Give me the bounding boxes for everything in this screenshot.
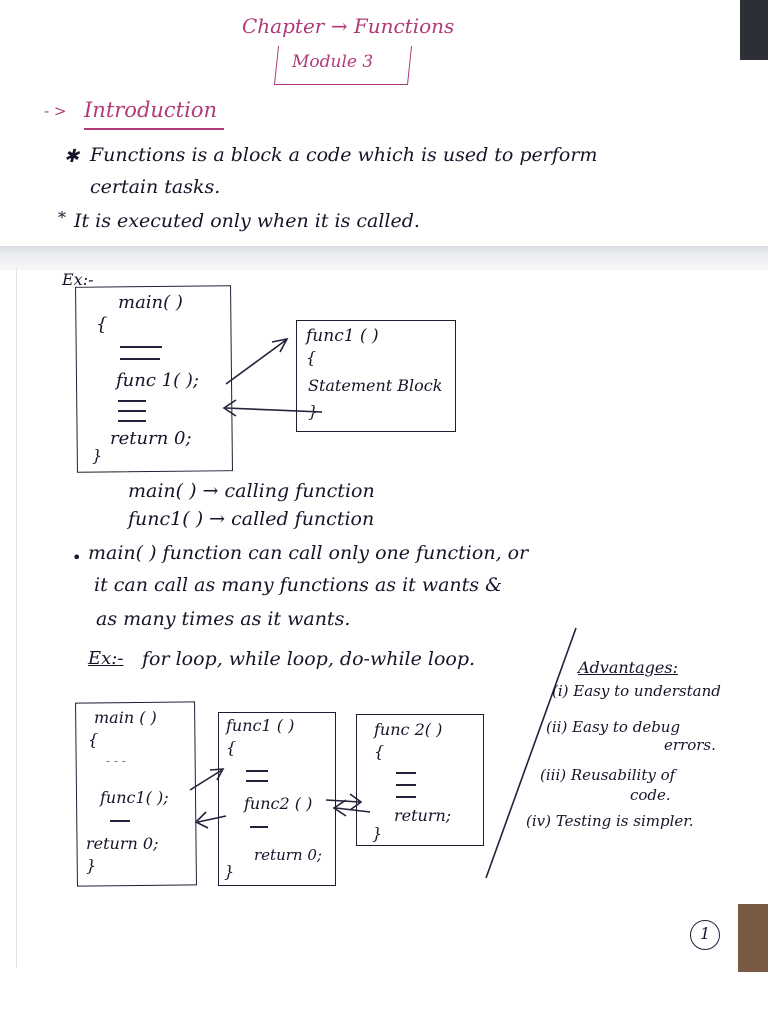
advantage-item-3-cont: code. [630, 786, 671, 804]
note-line3: as many times as it wants. [96, 608, 351, 630]
example1-main-dash5 [118, 420, 146, 422]
example2-main-l2: { [88, 730, 99, 749]
advantage-item-2: (ii) Easy to debug [546, 718, 681, 736]
example1-func-l2: { [306, 348, 317, 367]
example2-func1-dash3 [250, 826, 268, 828]
example2-func2-l4: } [372, 824, 383, 843]
intro-point1-line2: certain tasks. [90, 176, 221, 198]
example2-text: for loop, while loop, do-while loop. [142, 648, 476, 670]
example2-label: Ex:- [88, 648, 124, 669]
example2-func1-l5: } [224, 862, 235, 881]
example2-func2-dash2 [396, 784, 416, 786]
example2-func1-box [218, 712, 336, 886]
example1-func-l3: Statement Block [308, 376, 443, 395]
example2-main-dots: - - - [106, 754, 126, 768]
example1-main-l5: } [92, 446, 103, 465]
example1-caption1: main( ) → calling function [128, 480, 375, 502]
example1-main-l1: main( ) [118, 292, 183, 313]
note-bullet: • [72, 548, 82, 567]
page-number-circle [690, 920, 720, 950]
example2-main-l5: } [86, 856, 97, 875]
example1-main-l2: { [96, 314, 108, 335]
advantage-item-3: (iii) Reusability of [540, 766, 676, 784]
example2-func2-dash1 [396, 772, 416, 774]
intro-point1-line1: Functions is a block a code which is use… [90, 144, 598, 166]
example2-func2-dash3 [396, 796, 416, 798]
example1-main-dash4 [118, 410, 146, 412]
example2-func1-l3: func2 ( ) [244, 794, 313, 813]
chapter-title: Chapter → Functions [242, 14, 455, 38]
page-overlap-shadow [0, 246, 768, 270]
example1-main-l4: return 0; [110, 428, 192, 449]
example1-func-l1: func1 ( ) [306, 326, 379, 346]
example2-func1-l4: return 0; [254, 846, 322, 864]
example1-main-dash2 [120, 358, 160, 360]
intro-arrow: - > [44, 102, 67, 120]
advantage-item-1: (i) Easy to understand [552, 682, 721, 700]
example2-func2-l2: { [374, 742, 385, 761]
bullet-star-1: ✱ [64, 146, 80, 167]
example1-caption2: func1( ) → called function [128, 508, 375, 530]
table-edge-top-right [740, 0, 768, 60]
example2-func2-l1: func 2( ) [374, 720, 443, 739]
example2-func1-l1: func1 ( ) [226, 716, 295, 735]
example1-main-dash3 [118, 400, 146, 402]
example1-label: Ex:- [62, 270, 94, 289]
table-edge-bottom-right [738, 904, 768, 972]
example2-main-l4: return 0; [86, 834, 159, 853]
note-line1: main( ) function can call only one funct… [88, 542, 529, 564]
advantage-item-2-cont: errors. [664, 736, 716, 754]
example2-func1-dash1 [246, 770, 268, 772]
example2-main-dash [110, 820, 130, 822]
intro-heading: Introduction [84, 98, 217, 122]
example2-func2-box [356, 714, 484, 846]
example2-func1-l2: { [226, 738, 237, 757]
module-label: Module 3 [292, 52, 374, 72]
intro-point2: It is executed only when it is called. [74, 210, 420, 232]
advantages-heading: Advantages: [578, 658, 678, 677]
example1-func-box [296, 320, 456, 432]
intro-underline [84, 128, 224, 130]
example2-main-l3: func1( ); [100, 788, 169, 807]
example2-func2-l3: return; [394, 806, 452, 825]
example1-main-dash1 [120, 346, 162, 348]
example2-func1-dash2 [246, 780, 268, 782]
example2-main-l1: main ( ) [94, 708, 157, 727]
page-number: 1 [700, 924, 711, 943]
advantage-item-4: (iv) Testing is simpler. [526, 812, 694, 830]
note-line2: it can call as many functions as it want… [94, 574, 502, 596]
example1-main-l3: func 1( ); [116, 370, 199, 391]
bullet-star-2: * [58, 208, 66, 227]
page-edge-line [16, 268, 17, 968]
